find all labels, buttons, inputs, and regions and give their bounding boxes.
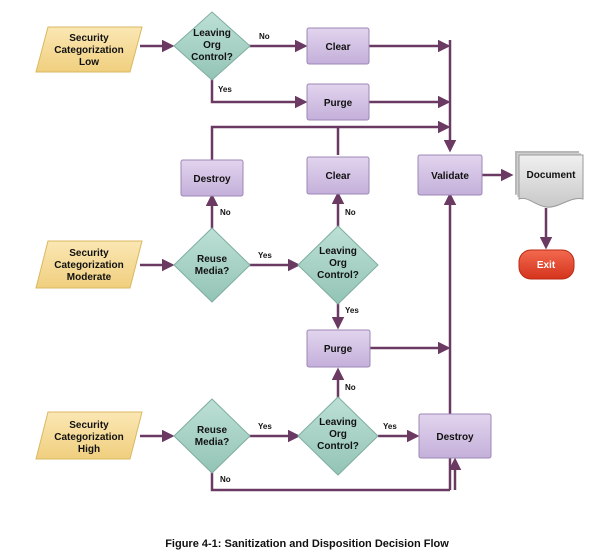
input-security-moderate: Security Categorization Moderate (35, 240, 143, 289)
input-high-line3: High (78, 444, 100, 455)
input-low-line3: Low (79, 57, 99, 68)
input-moderate-line2: Categorization (54, 260, 123, 271)
decision-reuse-high-line2: Media? (195, 437, 229, 448)
input-moderate-line3: Moderate (67, 272, 112, 283)
process-clear-top-label: Clear (325, 42, 350, 53)
decision-mid-line3: Control? (317, 270, 359, 281)
process-destroy-bottom: Destroy (418, 413, 492, 459)
label-no-reuse-mod: No (220, 208, 231, 217)
document-label: Document (527, 170, 577, 181)
decision-mid-line1: Leaving (319, 246, 357, 257)
decision-reuse-media-moderate: Reuse Media? (173, 227, 251, 303)
input-low-line1: Security (69, 33, 109, 44)
exit-node: Exit (518, 249, 575, 280)
process-purge-mid: Purge (306, 329, 371, 368)
input-low-line2: Categorization (54, 45, 123, 56)
decision-top-line2: Org (203, 40, 221, 51)
decision-bot-line3: Control? (317, 441, 359, 452)
label-yes-reuse-mod: Yes (258, 251, 272, 260)
process-destroy-mid-label: Destroy (193, 174, 231, 185)
process-purge-top: Purge (306, 83, 370, 121)
decision-flow-diagram: Security Categorization Low Security Cat… (35, 11, 584, 492)
edge-feedback-to-validate (210, 120, 451, 160)
label-yes-reuse-high: Yes (258, 422, 272, 431)
label-yes-leave-mid: Yes (345, 306, 359, 315)
decision-bot-line1: Leaving (319, 417, 357, 428)
process-purge-mid-label: Purge (324, 344, 353, 355)
process-clear-top: Clear (306, 27, 370, 65)
decision-leaving-org-mid: Leaving Org Control? (297, 225, 379, 305)
decision-mid-line2: Org (329, 258, 347, 269)
decision-leaving-org-top: Leaving Org Control? (173, 11, 251, 81)
edge-reuse-high-no-destroy (210, 471, 450, 492)
input-moderate-line1: Security (69, 248, 109, 259)
decision-reuse-mod-line1: Reuse (197, 254, 227, 265)
decision-top-line1: Leaving (193, 28, 231, 39)
decision-reuse-high-line1: Reuse (197, 425, 227, 436)
label-yes-top: Yes (218, 85, 232, 94)
document-node: Document (515, 151, 584, 208)
process-validate: Validate (417, 154, 483, 196)
process-destroy-mid: Destroy (180, 159, 244, 197)
process-clear-mid-label: Clear (325, 171, 350, 182)
decision-reuse-media-high: Reuse Media? (173, 398, 251, 474)
input-security-high: Security Categorization High (35, 411, 143, 460)
decision-bot-line2: Org (329, 429, 347, 440)
process-validate-label: Validate (431, 171, 469, 182)
process-purge-top-label: Purge (324, 98, 353, 109)
process-clear-mid: Clear (306, 156, 370, 195)
figure-caption: Figure 4-1: Sanitization and Disposition… (165, 538, 449, 550)
input-high-line2: Categorization (54, 432, 123, 443)
label-no-top: No (259, 32, 270, 41)
label-no-leave-mid: No (345, 208, 356, 217)
process-destroy-bottom-label: Destroy (436, 432, 474, 443)
label-yes-leave-bot: Yes (383, 422, 397, 431)
input-high-line1: Security (69, 420, 109, 431)
edge-leave-top-yes-purge (210, 78, 308, 109)
decision-reuse-mod-line2: Media? (195, 266, 229, 277)
label-no-leave-bot: No (345, 383, 356, 392)
decision-top-line3: Control? (191, 52, 233, 63)
exit-label: Exit (537, 260, 556, 271)
label-no-reuse-high: No (220, 475, 231, 484)
input-security-low: Security Categorization Low (35, 26, 143, 73)
decision-leaving-org-bottom: Leaving Org Control? (297, 396, 379, 476)
